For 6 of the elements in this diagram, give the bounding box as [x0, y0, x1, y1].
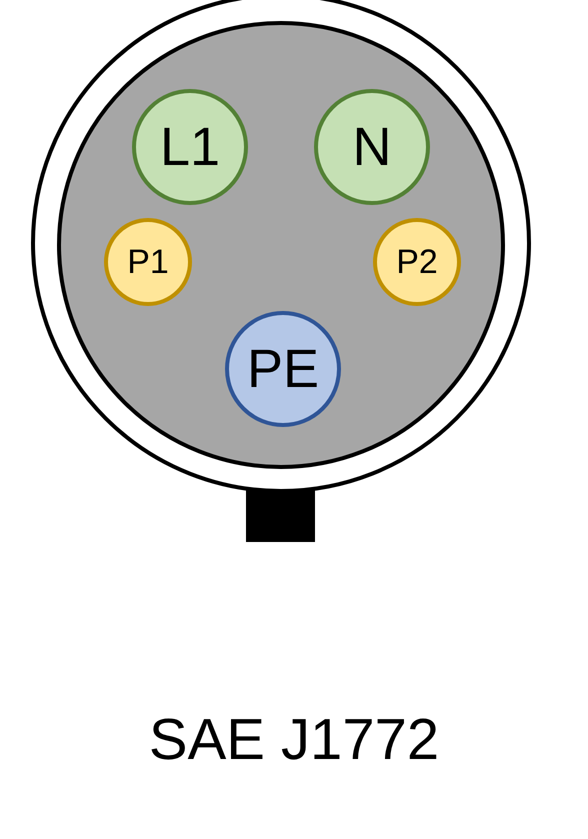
pin-label: P2 [396, 242, 438, 282]
pin-label: N [352, 116, 392, 178]
pin-label: L1 [160, 116, 220, 178]
pin-label: PE [246, 338, 320, 400]
caption: SAE J1772 [148, 706, 440, 774]
pin-label: P1 [127, 242, 169, 282]
